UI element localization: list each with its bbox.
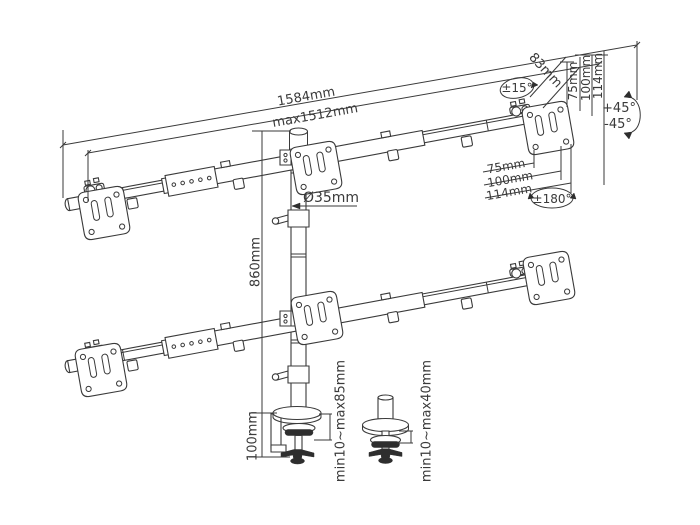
vesa-plate-top-left (76, 184, 132, 242)
vesa-vertical-100-label: 100mm (579, 55, 593, 101)
swivel-range-label: ±180° (533, 192, 572, 206)
pole-diameter-label: Ø35mm (303, 190, 359, 206)
vesa-plate-bottom-center (289, 289, 345, 347)
grommet-wing-knob (368, 448, 403, 464)
pole-collar-upper (272, 210, 309, 227)
vesa-vertical-114-label: 114mm (591, 53, 605, 99)
rotation-negative-label: -45° (604, 117, 632, 132)
clamp-height-label: 100mm (246, 411, 261, 461)
center-pole (272, 128, 309, 413)
tilt-range-label: ±15° (501, 81, 532, 95)
grommet-mount (363, 395, 409, 464)
vesa-plate-top-center (288, 139, 344, 197)
vesa-plate-bottom-left (73, 341, 129, 399)
vesa-plate-top-right (520, 99, 576, 157)
desk-clamp (271, 407, 321, 465)
pole-collar-lower (272, 366, 309, 383)
clamp-desk-thickness-label: min10~max85mm (334, 360, 349, 482)
grommet-desk-thickness-label: min10~max40mm (420, 360, 435, 482)
vesa-horizontal-75-label: 75mm (486, 156, 527, 176)
dimension-lines (60, 41, 640, 457)
vesa-plate-bottom-right (521, 249, 577, 307)
vesa-vertical-75-label: 75mm (566, 62, 580, 101)
rotation-positive-label: +45° (602, 101, 636, 116)
pole-height-label: 860mm (249, 237, 264, 287)
